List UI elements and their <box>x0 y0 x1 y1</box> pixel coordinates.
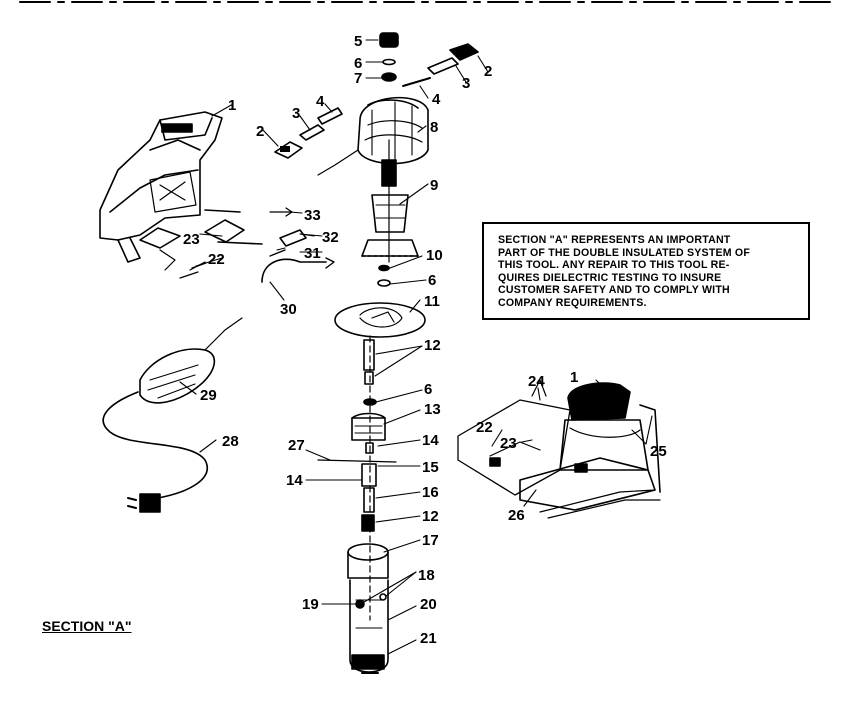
label-part-25: 25 <box>650 443 667 460</box>
label-part-4-right: 4 <box>432 91 441 108</box>
label-part-5: 5 <box>354 33 362 50</box>
label-part-12-lower: 12 <box>422 508 439 525</box>
note-line: PART OF THE DOUBLE INSULATED SYSTEM OF <box>498 246 751 259</box>
label-part-23-left: 23 <box>183 231 200 248</box>
label-part-32: 32 <box>322 229 339 246</box>
label-part-3-left: 3 <box>292 105 300 122</box>
label-part-18: 18 <box>418 567 435 584</box>
bearing-housing-lower <box>347 543 389 674</box>
safety-note-box: SECTION "A" REPRESENTS AN IMPORTANT PART… <box>482 222 810 320</box>
label-part-15: 15 <box>422 459 439 476</box>
label-part-10: 10 <box>426 247 443 264</box>
label-part-19: 19 <box>302 596 319 613</box>
assembled-sander <box>457 379 661 519</box>
label-part-12-upper: 12 <box>424 337 441 354</box>
label-part-1-right: 1 <box>570 369 578 386</box>
power-cord <box>102 317 243 513</box>
label-part-6-lower: 6 <box>424 381 432 398</box>
label-part-7: 7 <box>354 70 362 87</box>
label-part-31: 31 <box>304 245 321 262</box>
note-line: SECTION "A" REPRESENTS AN IMPORTANT <box>498 234 731 246</box>
label-part-33: 33 <box>304 207 321 224</box>
label-part-2-left: 2 <box>256 123 264 140</box>
housing-half-left <box>99 111 241 263</box>
label-part-2-right: 2 <box>484 63 492 80</box>
label-part-21: 21 <box>420 630 437 647</box>
label-part-13: 13 <box>424 401 441 418</box>
label-part-14-left: 14 <box>286 472 303 489</box>
leader-lines <box>179 39 653 655</box>
switch-assembly-left <box>274 107 343 159</box>
brush-assembly-right <box>402 43 479 87</box>
label-part-16: 16 <box>422 484 439 501</box>
label-part-6-top: 6 <box>354 55 362 72</box>
screws-left <box>139 219 263 279</box>
counterweight-plate <box>334 302 426 338</box>
label-part-24: 24 <box>528 373 545 390</box>
label-part-14-right: 14 <box>422 432 439 449</box>
note-line: CUSTOMER SAFETY AND TO COMPLY WITH <box>498 284 730 297</box>
label-part-6-mid: 6 <box>428 272 436 289</box>
label-part-23-right: 23 <box>500 435 517 452</box>
label-part-28: 28 <box>222 433 239 450</box>
note-line: THIS TOOL. ANY REPAIR TO THIS TOOL RE- <box>498 259 730 272</box>
label-part-30: 30 <box>280 301 297 318</box>
label-part-22-right: 22 <box>476 419 493 436</box>
washers-mid <box>377 264 391 287</box>
section-a-title: SECTION "A" <box>42 618 132 634</box>
label-part-1-left: 1 <box>228 97 236 114</box>
label-part-26: 26 <box>508 507 525 524</box>
armature <box>361 139 419 263</box>
label-part-22-left: 22 <box>208 251 225 268</box>
motor-field-assembly <box>317 96 429 176</box>
part-number-labels: 1 2 3 4 5 6 7 2 3 4 8 9 33 32 31 30 23 2… <box>183 33 667 647</box>
label-part-20: 20 <box>420 596 437 613</box>
label-part-3-right: 3 <box>462 75 470 92</box>
label-part-8: 8 <box>430 119 438 136</box>
shaft-column <box>317 335 397 621</box>
note-line: COMPANY REQUIREMENTS. <box>498 296 647 309</box>
label-part-17: 17 <box>422 532 439 549</box>
label-part-9: 9 <box>430 177 438 194</box>
label-part-11: 11 <box>424 293 440 310</box>
label-part-4-left: 4 <box>316 93 325 110</box>
label-part-29: 29 <box>200 387 217 404</box>
bearing-stack-top <box>379 32 399 82</box>
note-line: QUIRES DIELECTRIC TESTING TO INSURE <box>498 271 722 284</box>
label-part-27: 27 <box>288 437 305 454</box>
